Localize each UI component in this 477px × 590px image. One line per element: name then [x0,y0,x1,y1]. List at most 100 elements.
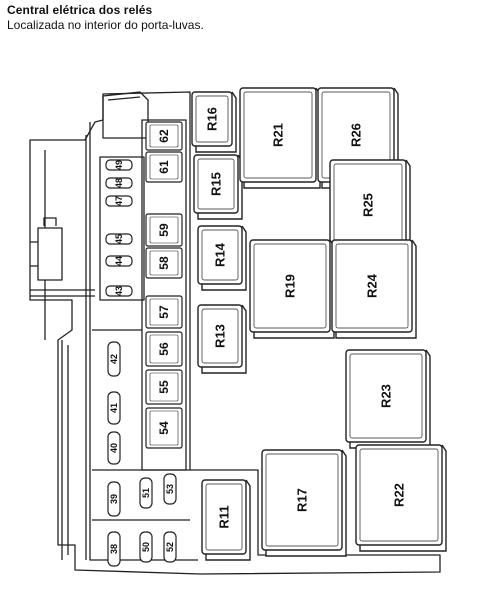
mini-fuse-body [163,531,177,563]
small-fuse-body [105,177,133,189]
relay-top-face [349,353,423,439]
relay-body [261,449,343,551]
fuse-body [145,121,183,151]
fuse-57: 57 [145,295,183,329]
fuse-61: 61 [145,151,183,183]
relay-top-face [253,243,327,329]
left-rails [30,150,95,560]
mini-fuse-label: 50 [141,542,151,552]
relay-label: R16 [205,107,220,131]
relay-r15: R15 [193,154,243,220]
mini-fuse-label: 40 [109,443,119,453]
fuse-label: 58 [157,256,171,270]
fuse-54: 54 [145,407,183,449]
small-fuse-49: 49 [105,159,133,171]
side-connector [30,217,63,281]
fuse-window [149,250,179,276]
relay-body [239,87,317,183]
small-fuse-label: 48 [114,178,124,188]
fuse-62: 62 [145,121,183,151]
relay-label: R14 [213,242,228,267]
mini-fuse-label: 39 [109,494,119,504]
mini-fuse-label: 51 [141,488,151,498]
mini-fuse-label: 42 [109,354,119,364]
small-fuse-body [105,233,133,245]
fuse-body [145,369,183,405]
relay-label: R23 [379,384,394,408]
fuse-label: 59 [157,223,171,237]
mini-fuse-52: 52 [163,531,177,563]
mini-fuse-label: 52 [165,542,175,552]
relay-r11: R11 [201,479,251,561]
relay-body [197,225,243,285]
relay-r21: R21 [239,87,321,189]
mini-fuse-body [139,477,153,509]
relay-r14: R14 [197,225,247,291]
fuse-body [145,295,183,329]
small-fuse-label: 47 [114,196,124,206]
relay-label: R13 [213,324,228,348]
diagram-subtitle: Localizada no interior do porta-luvas. [7,18,204,32]
relay-top-face [201,229,239,281]
fuse-56: 56 [145,331,183,367]
relay-r23: R23 [345,349,431,449]
fuse-label: 62 [157,129,171,143]
small-fuse-label: 44 [114,256,124,266]
fuse-window [149,410,179,446]
mini-fuse-label: 41 [109,403,119,413]
relay-top-face [359,448,439,542]
small-fuse-44: 44 [105,255,133,267]
mini-fuse-body [107,481,121,517]
mini-fuse-40: 40 [107,431,121,465]
small-fuse-48: 48 [105,177,133,189]
relay-body [197,304,243,368]
fuse-body [145,151,183,183]
top-cover-block [102,91,149,139]
relay-body [355,444,443,546]
fuse-55: 55 [145,369,183,405]
small-fuse-body [105,195,133,207]
mini-fuse-body [107,341,121,377]
fuse-body [145,331,183,367]
relay-label: R24 [365,273,380,298]
fuse-body [145,407,183,449]
small-fuse-43: 43 [105,285,133,297]
mini-fuse-53: 53 [163,473,177,505]
relay-body [249,239,331,333]
relay-body [345,349,427,443]
mini-fuse-41: 41 [107,391,121,425]
relay-top-face [197,158,235,210]
small-fuse-body [105,255,133,267]
fuse-58: 58 [145,247,183,279]
housing-inner-outline [85,122,198,561]
relay-body [193,154,239,214]
small-fuse-label: 49 [114,160,124,170]
relay-label: R19 [283,274,298,298]
mini-fuse-body [107,391,121,425]
relay-r22: R22 [355,444,447,552]
mini-fuse-body [163,473,177,505]
fuse-label: 56 [157,342,171,356]
relay-top-face [205,483,243,551]
fuse-body [145,213,183,247]
mini-fuse-body [107,531,121,567]
fuse-label: 57 [157,305,171,319]
fuse-window [149,154,179,180]
small-fuse-carrier [99,156,145,301]
mini-fuse-50: 50 [139,531,153,563]
relay-label: R11 [217,505,232,528]
relay-r13: R13 [197,304,247,374]
small-fuse-body [105,159,133,171]
small-fuse-body [105,285,133,297]
relay-r16: R16 [191,91,237,153]
fuse-window [149,298,179,326]
fuse-window [149,216,179,244]
relay-label: R21 [271,123,286,147]
relay-body [191,91,233,147]
small-fuse-45: 45 [105,233,133,245]
fuse-59: 59 [145,213,183,247]
relay-body [331,239,413,333]
relay-top-face [335,243,409,329]
relay-top-face [243,91,313,179]
